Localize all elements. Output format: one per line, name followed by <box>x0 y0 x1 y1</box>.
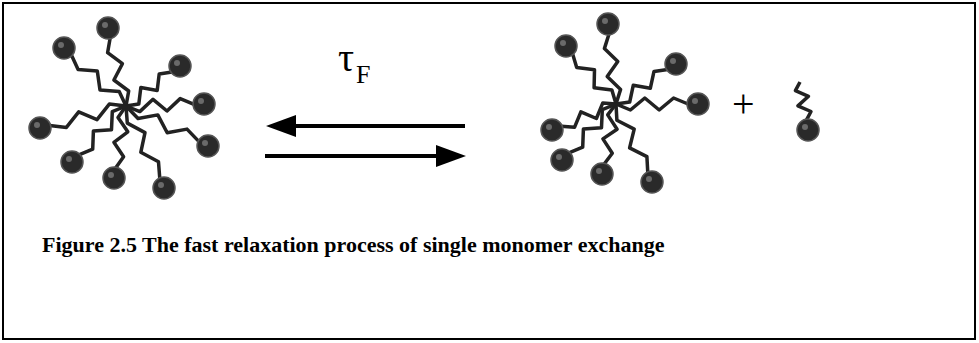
micelle-shine <box>174 60 180 66</box>
micelle-shine <box>692 98 698 104</box>
micelle-head <box>551 149 573 171</box>
monomer-shine <box>802 124 808 130</box>
reverse-arrow-line <box>290 124 465 128</box>
micelle-shine <box>34 122 40 128</box>
figure-caption: Figure 2.5 The fast relaxation process o… <box>42 232 664 258</box>
reverse-arrow-head <box>266 115 296 137</box>
plus-sign: + <box>732 84 755 124</box>
micelle-shine <box>646 176 652 182</box>
monomer-tail <box>795 82 811 120</box>
symbol-subscript: F <box>356 60 370 89</box>
micelle-head <box>591 163 613 185</box>
micelle-head <box>169 55 191 77</box>
micelle-head <box>153 177 175 199</box>
micelle-head <box>97 17 119 39</box>
micelle-shine <box>102 22 108 28</box>
micelle-shine <box>66 156 72 162</box>
micelle-shine <box>198 98 204 104</box>
micelle-head <box>193 93 215 115</box>
micelle-shine <box>602 18 608 24</box>
micelle-head <box>665 53 687 75</box>
micelle-head <box>597 13 619 35</box>
micelle-head <box>555 35 577 57</box>
micelle-shine <box>58 42 64 48</box>
micelle-tail <box>126 106 160 179</box>
micelle-drawings <box>29 13 819 199</box>
symbol-main: τ <box>338 35 354 80</box>
micelle-shine <box>556 154 562 160</box>
micelle-head <box>103 167 125 189</box>
micelle-tail <box>50 104 126 127</box>
micelle-shine <box>158 182 164 188</box>
micelle-tail <box>126 99 194 112</box>
micelle-head <box>541 119 563 141</box>
micelle-tail <box>126 106 199 142</box>
micelle-tail <box>569 104 616 153</box>
monomer-head <box>797 119 819 141</box>
micelle-tail <box>603 104 617 164</box>
micelle-head <box>687 93 709 115</box>
micelle-head <box>29 117 51 139</box>
micelle-tail <box>114 106 128 168</box>
micelle-head <box>197 135 219 157</box>
micelle-head <box>641 171 663 193</box>
forward-arrow-line <box>265 154 442 158</box>
micelle-shine <box>546 124 552 130</box>
micelle-tail <box>616 98 688 110</box>
rate-constant-label: τF <box>338 38 371 78</box>
micelle-shine <box>202 140 208 146</box>
micelle-head <box>53 37 75 59</box>
micelle-tail <box>71 55 126 106</box>
micelle-head <box>61 151 83 173</box>
forward-arrow-head <box>436 145 466 167</box>
micelle-shine <box>596 168 602 174</box>
micelle-shine <box>670 58 676 64</box>
micelle-tail <box>604 34 620 104</box>
micelle-tail <box>108 38 129 106</box>
micelle-tail <box>79 106 126 155</box>
micelle-shine <box>108 172 114 178</box>
micelle-shine <box>560 40 566 46</box>
micelle-tail <box>616 104 648 173</box>
frame-border <box>3 3 975 339</box>
